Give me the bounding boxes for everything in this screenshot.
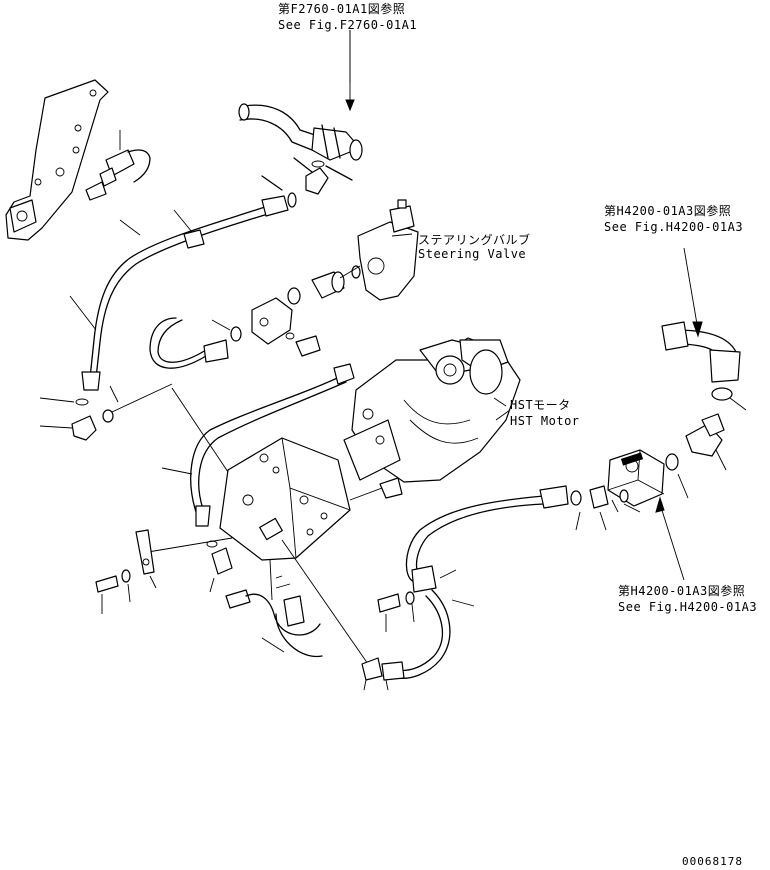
elbow-fitting-left bbox=[39, 383, 173, 441]
top-reference-jp[interactable]: 第F2760-01A1図参照 bbox=[278, 2, 406, 16]
right-valve-block bbox=[607, 449, 685, 581]
lower-hose-right bbox=[361, 485, 609, 691]
bolts-lower-middle bbox=[377, 591, 415, 632]
hst-motor-label-en: HST Motor bbox=[510, 414, 580, 428]
upper-hose bbox=[238, 30, 363, 161]
right-lower-reference-en[interactable]: See Fig.H4200-01A3 bbox=[618, 600, 758, 614]
u-hose-middle bbox=[149, 317, 229, 369]
hose-to-manifold bbox=[161, 363, 355, 527]
assembly-centerlines bbox=[147, 387, 383, 665]
small-block bbox=[211, 297, 321, 357]
lower-sensor bbox=[206, 540, 323, 658]
right-fittings bbox=[665, 387, 747, 499]
valve-adapter bbox=[287, 265, 361, 305]
sensor-switch bbox=[85, 130, 151, 201]
right-upper-reference-en[interactable]: See Fig.H4200-01A3 bbox=[604, 220, 744, 234]
long-hose-left bbox=[69, 195, 289, 391]
right-upper-reference-jp[interactable]: 第H4200-01A3図参照 bbox=[604, 204, 732, 218]
clamp-and-bolts-left bbox=[95, 529, 157, 614]
hst-motor bbox=[343, 337, 521, 499]
drawing-number: 00068178 bbox=[682, 855, 743, 868]
steering-valve-label-en: Steering Valve bbox=[418, 247, 527, 261]
top-reference-en[interactable]: See Fig.F2760-01A1 bbox=[278, 18, 418, 32]
steering-valve bbox=[357, 199, 419, 301]
steering-valve-label-jp: ステアリングバルブ bbox=[418, 233, 531, 247]
right-upper-hose bbox=[661, 247, 741, 383]
right-lower-reference-jp[interactable]: 第H4200-01A3図参照 bbox=[618, 584, 746, 598]
elbow-fittings-top bbox=[261, 157, 353, 208]
hst-motor-label-jp: HSTモータ bbox=[510, 398, 571, 412]
mounting-bracket bbox=[5, 79, 109, 241]
manifold-block bbox=[219, 437, 351, 561]
